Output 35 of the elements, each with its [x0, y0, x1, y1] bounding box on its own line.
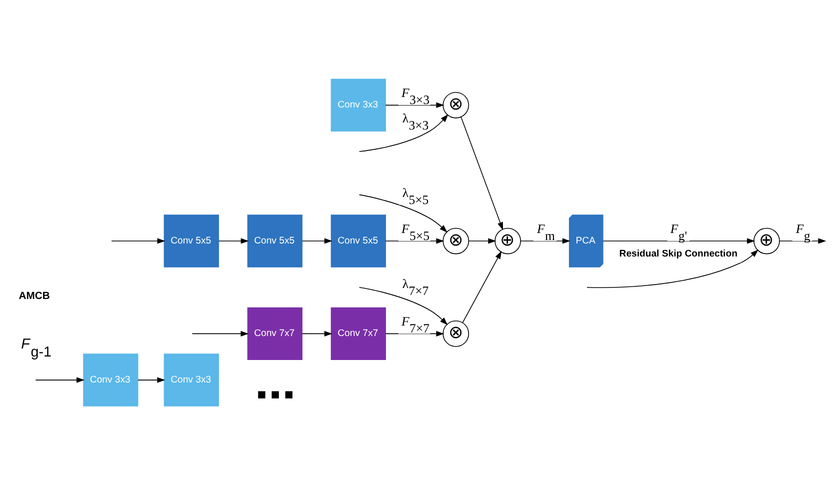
node-box: Conv 5x5: [247, 214, 302, 267]
node-box: Conv 7x7: [330, 306, 386, 360]
node-box: Conv 7x7: [247, 306, 302, 360]
arrow: [520, 238, 570, 244]
arrow: [192, 330, 249, 336]
node-circle: ⊕: [494, 227, 521, 254]
arrow: [385, 102, 444, 108]
arrow: [218, 238, 249, 244]
arrow: [460, 116, 504, 230]
node-box: Conv 5x5: [330, 214, 386, 267]
arrow: [302, 238, 332, 244]
arrow: [358, 114, 448, 152]
node-circle: ⊗: [442, 227, 470, 254]
node-box: Conv 5x5: [164, 214, 219, 267]
arrow: [586, 249, 758, 288]
label: AMCB: [18, 290, 50, 302]
edge-label: Residual Skip Connection: [619, 248, 738, 259]
arrow: [138, 376, 166, 382]
arrow: [358, 286, 448, 325]
arrow: [385, 330, 444, 336]
arrow: [385, 238, 444, 244]
arrow: [302, 330, 332, 336]
arrow: [35, 376, 85, 382]
node-circle: ⊗: [442, 320, 470, 346]
node-box: Conv 3x3: [164, 353, 219, 406]
arrow: [358, 194, 448, 232]
node-box: Conv 3x3: [83, 353, 138, 406]
node-circle: ⊕: [754, 227, 780, 254]
arrow: [602, 238, 755, 244]
arrow: [779, 238, 826, 244]
node-circle: ⊗: [442, 91, 470, 118]
arrow: [462, 250, 502, 323]
node-box: Conv 3x3: [330, 78, 386, 132]
arrow: [111, 238, 166, 244]
arrow: [468, 238, 496, 244]
